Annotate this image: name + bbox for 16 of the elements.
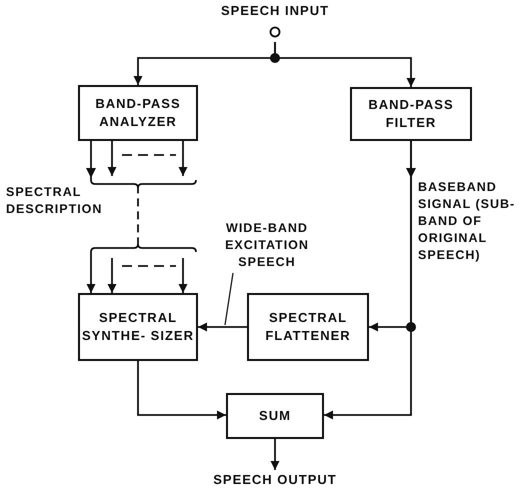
arrow (274, 42, 416, 87)
arrow-bundle (86, 141, 197, 293)
process-box: BAND-PASS ANALYZER (78, 85, 198, 141)
process-box: SPECTRAL FLATTENER (247, 293, 369, 361)
process-box: SUM (226, 393, 324, 439)
input-label: SPEECH INPUT (220, 2, 330, 20)
arrow (137, 361, 226, 420)
output-label: SPEECH OUTPUT (200, 470, 350, 490)
arrow (270, 439, 280, 470)
edge-label: WIDE-BAND EXCITATION SPEECH (224, 220, 310, 271)
process-box: SPECTRAL SYNTHE- SIZER (78, 293, 198, 361)
process-box: BAND-PASS FILTER (350, 87, 472, 141)
arrow (198, 322, 247, 332)
edge-label: SPECTRAL DESCRIPTION (6, 184, 104, 218)
edge-label: BASEBAND SIGNAL (SUB-BAND OF ORIGINAL SPEECH) (418, 179, 516, 264)
arrow (324, 141, 412, 420)
